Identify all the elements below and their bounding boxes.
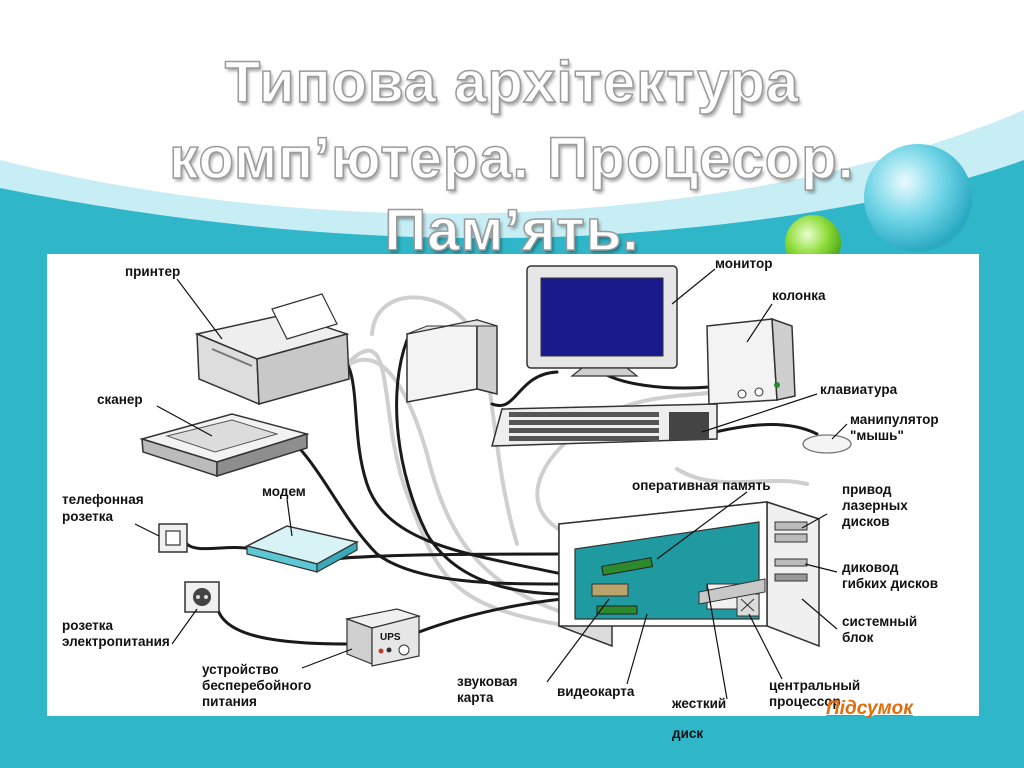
label-ups-line2: бесперебойного xyxy=(202,678,311,693)
label-cd-drive-line1: привод xyxy=(842,482,892,497)
label-keyboard: клавиатура xyxy=(820,382,898,397)
label-printer: принтер xyxy=(125,264,180,279)
cables xyxy=(185,295,819,646)
monitor-icon xyxy=(526,265,678,377)
scanner-icon xyxy=(139,413,310,478)
label-sound-card-line1: звуковая xyxy=(457,674,518,689)
computer-architecture-diagram: UPS xyxy=(62,256,939,711)
modem-icon xyxy=(244,525,360,574)
label-cd-drive-line2: лазерных xyxy=(842,498,908,513)
label-ram: оперативная память xyxy=(632,478,771,493)
slide-title-line-1: Типова архітектура xyxy=(224,49,800,116)
keyboard-icon xyxy=(491,403,718,447)
ups-badge-label: UPS xyxy=(380,632,401,643)
label-modem: модем xyxy=(262,484,306,499)
label-speaker: колонка xyxy=(772,288,826,303)
left-speaker-icon xyxy=(406,318,498,403)
label-phone-socket-line2: розетка xyxy=(62,509,114,524)
label-video-card: видеокарта xyxy=(557,684,635,699)
label-power-socket-line2: электропитания xyxy=(62,634,170,649)
label-hdd-line2-outside: диск xyxy=(672,726,704,741)
diagram-labels: принтер монитор колонка сканер клавиатур… xyxy=(62,256,939,711)
system-unit-icon xyxy=(558,500,820,648)
right-speaker-icon xyxy=(706,317,796,405)
label-floppy-line1: диковод xyxy=(842,560,899,575)
label-mouse-line1: манипулятор xyxy=(850,412,939,427)
pointer-lines xyxy=(134,268,848,700)
label-scanner: сканер xyxy=(97,392,143,407)
label-cpu-line2: процессор xyxy=(769,694,841,709)
label-monitor: монитор xyxy=(715,256,772,271)
label-power-socket-line1: розетка xyxy=(62,618,114,633)
ups-icon: UPS xyxy=(344,608,422,667)
label-system-unit-line1: системный xyxy=(842,614,917,629)
summary-link[interactable]: Підсумок xyxy=(826,698,913,719)
label-hdd-line1: жесткий xyxy=(671,696,726,711)
slide-title-line-2: комп’ютера. Процесор. xyxy=(168,125,855,192)
phone-socket-icon xyxy=(158,523,188,553)
cyan-sphere-icon xyxy=(864,144,972,252)
power-socket-icon xyxy=(184,581,220,613)
label-cpu-line1: центральный xyxy=(769,678,860,693)
label-mouse-line2: "мышь" xyxy=(850,428,904,443)
mouse-icon xyxy=(802,434,852,454)
label-ups-line1: устройство xyxy=(202,662,279,677)
label-floppy-line2: гибких дисков xyxy=(842,576,938,591)
label-phone-socket-line1: телефонная xyxy=(62,492,144,507)
slide-title-line-3: Пам’ять. xyxy=(384,197,640,264)
label-cd-drive-line3: дисков xyxy=(842,514,890,529)
label-sound-card-line2: карта xyxy=(457,690,494,705)
printer-icon xyxy=(194,293,350,406)
label-system-unit-line2: блок xyxy=(842,630,874,645)
label-ups-line3: питания xyxy=(202,694,257,709)
computer-architecture-diagram-panel: UPS xyxy=(47,254,979,716)
